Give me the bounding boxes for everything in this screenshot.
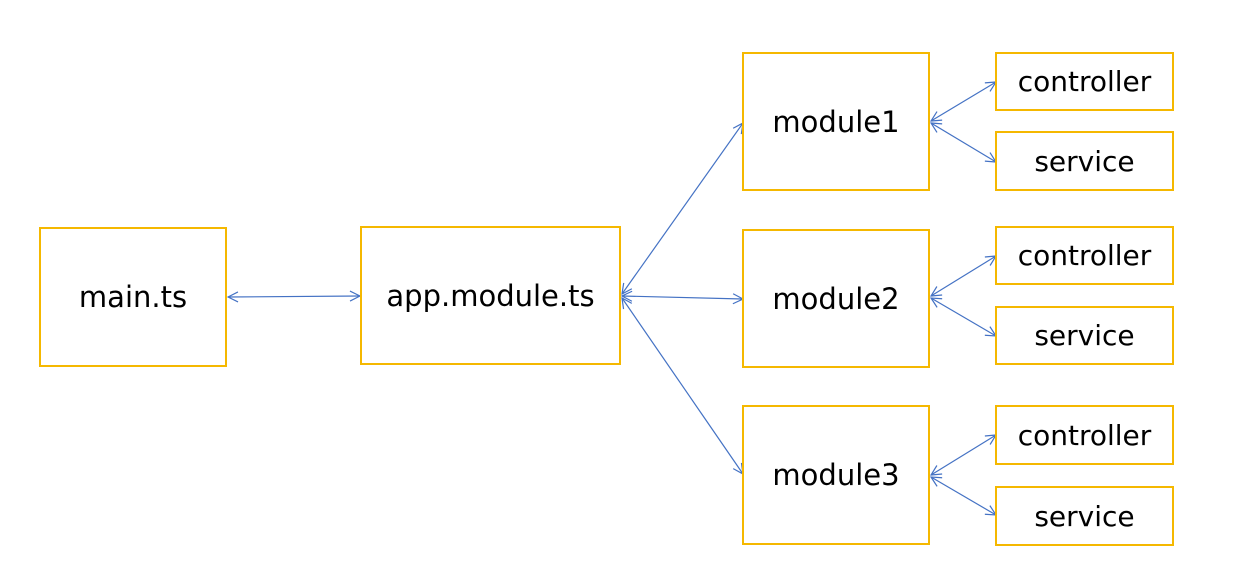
node-module2-service: service [995, 306, 1174, 365]
edge-module2-service [931, 298, 996, 336]
edge-module1-service [931, 123, 996, 162]
edge-main-app [228, 296, 360, 297]
edge-app-module2 [622, 296, 743, 299]
node-module3: module3 [742, 405, 930, 545]
edge-module3-service [931, 477, 996, 515]
node-module2-controller: controller [995, 226, 1174, 285]
node-module3-controller: controller [995, 405, 1174, 465]
node-module1-controller: controller [995, 52, 1174, 111]
node-module1: module1 [742, 52, 930, 191]
edge-app-module1 [622, 123, 743, 294]
node-module2: module2 [742, 229, 930, 368]
node-module1-service: service [995, 131, 1174, 191]
node-module3-service: service [995, 486, 1174, 546]
edge-module1-controller [931, 82, 996, 121]
edge-app-module3 [622, 298, 743, 474]
node-main-ts: main.ts [39, 227, 227, 367]
edge-module3-controller [931, 435, 996, 475]
node-app-module-ts: app.module.ts [360, 226, 621, 365]
edge-module2-controller [931, 256, 996, 296]
